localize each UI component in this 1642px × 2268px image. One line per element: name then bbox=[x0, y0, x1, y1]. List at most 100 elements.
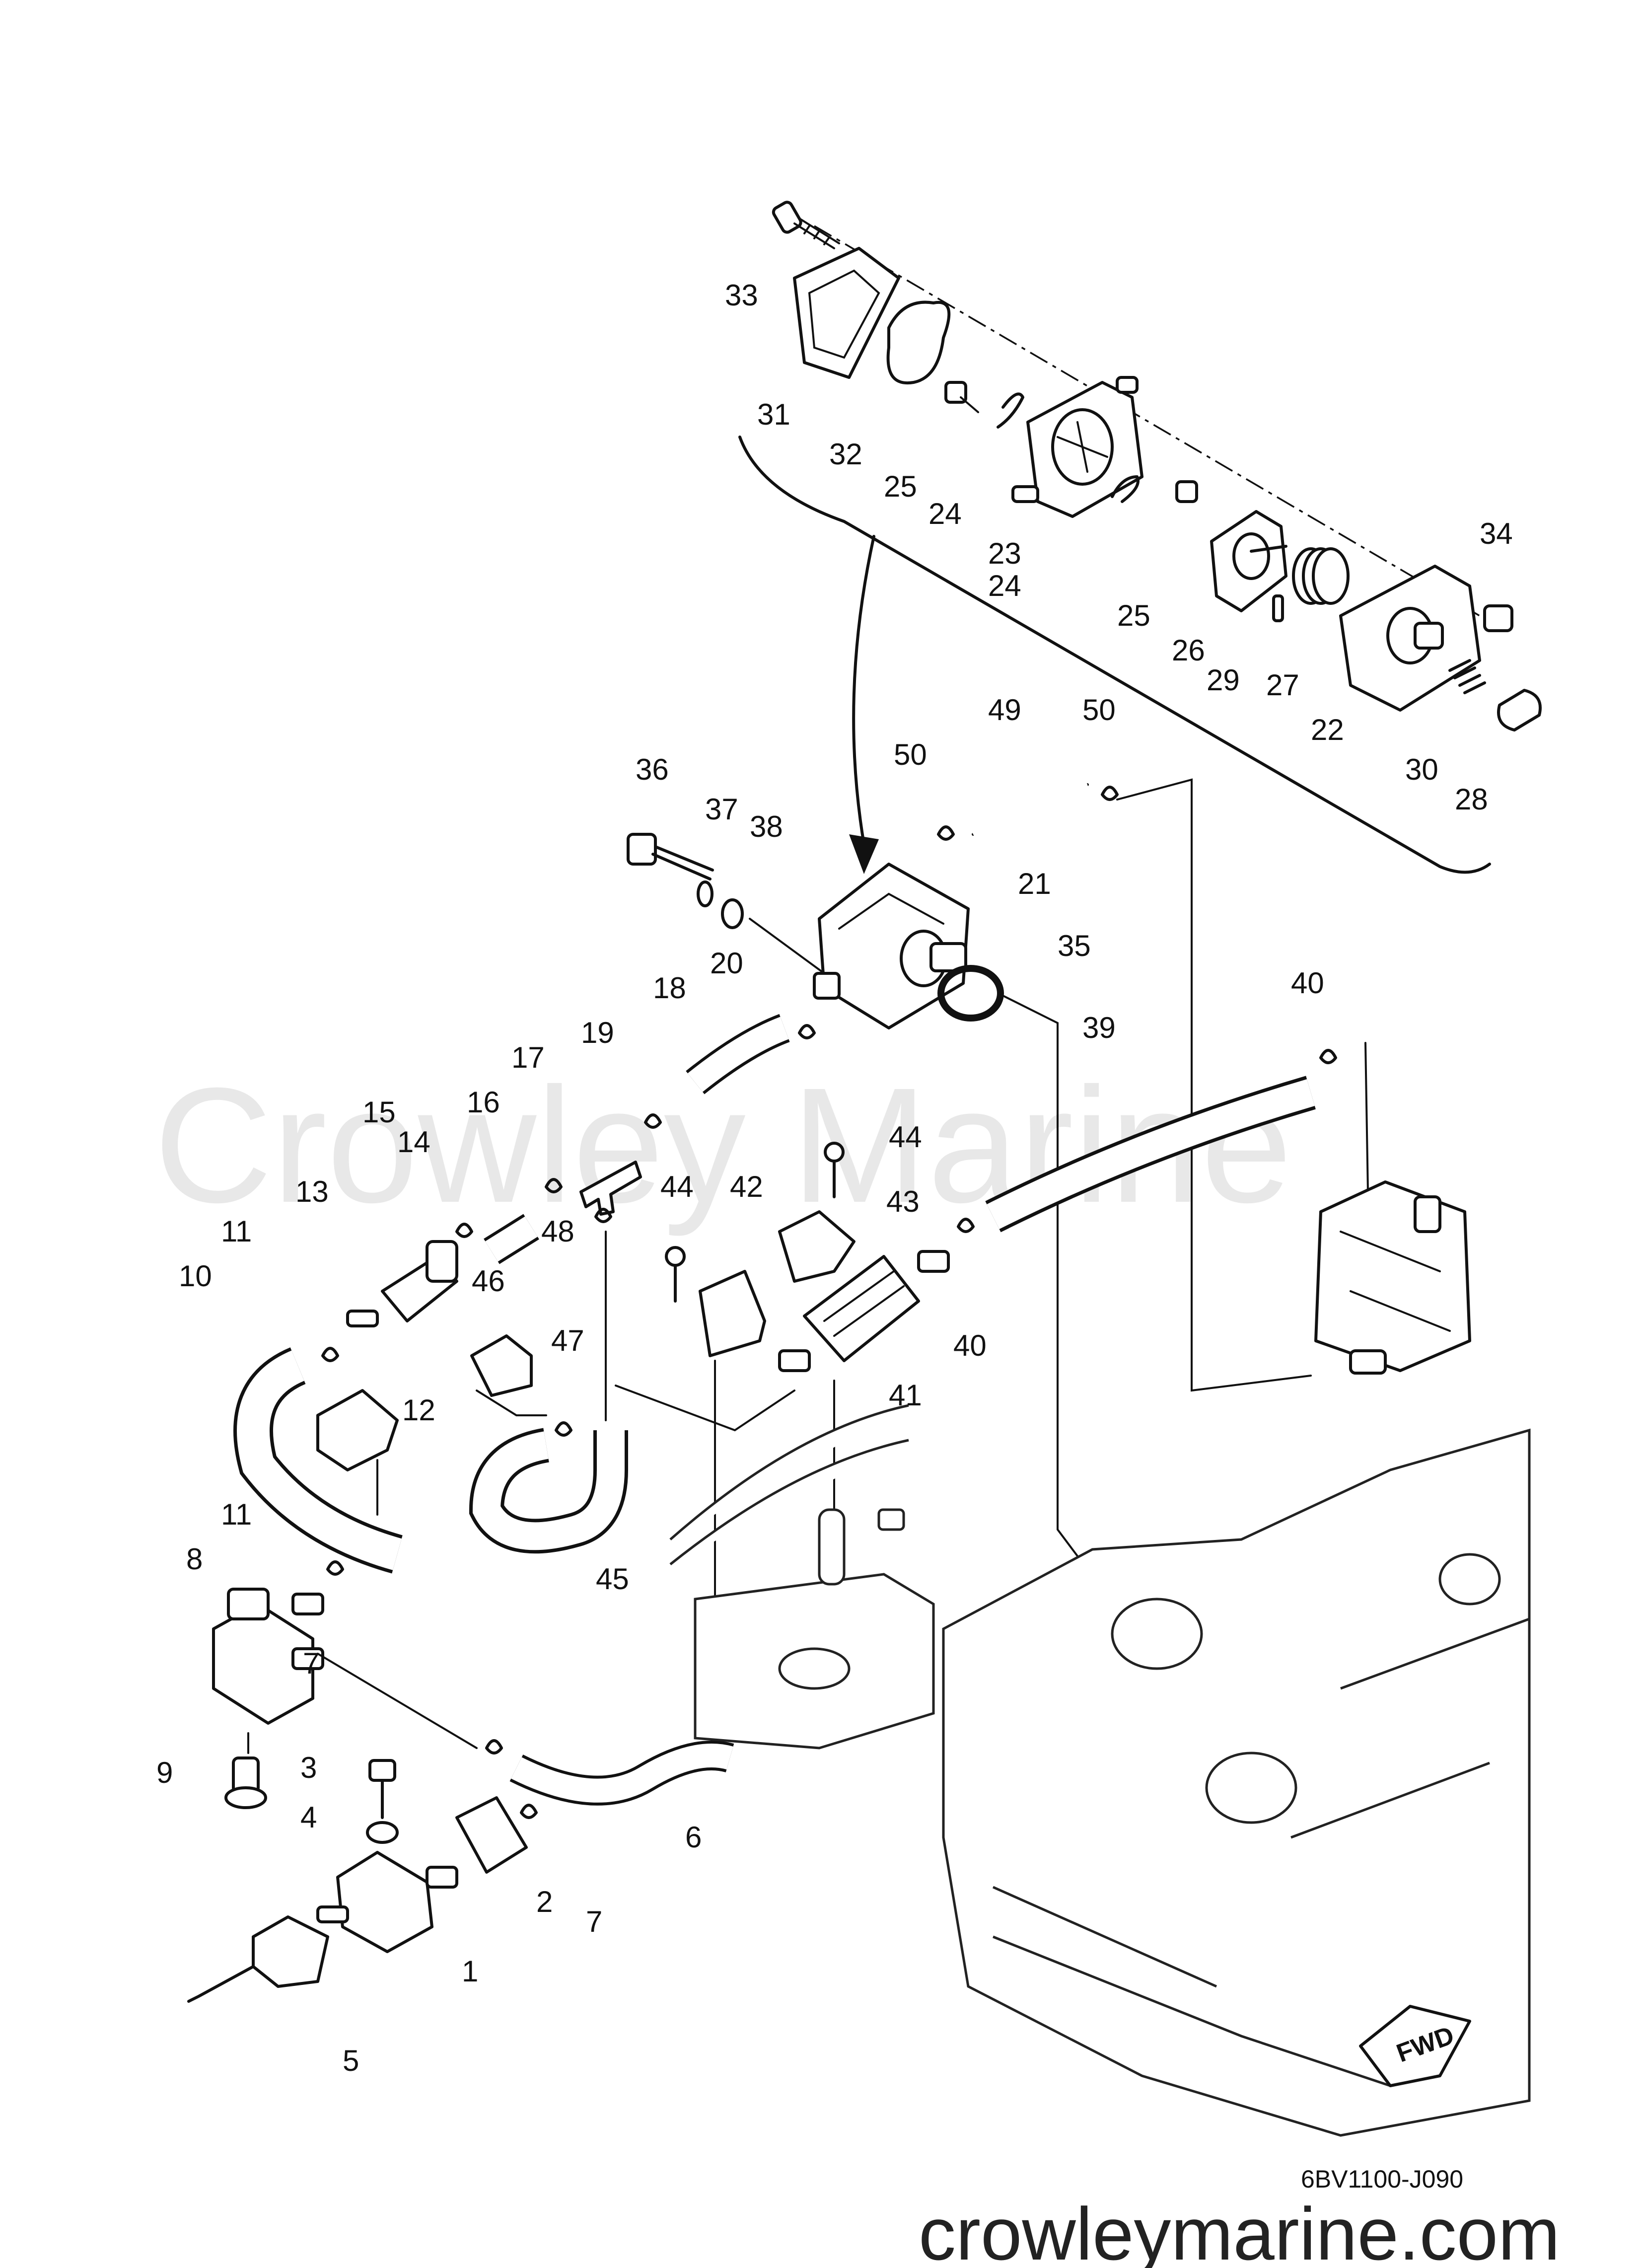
spring-icon bbox=[1448, 659, 1486, 694]
callout-label-50: 50 bbox=[1082, 693, 1116, 727]
callout-label-33: 33 bbox=[725, 279, 758, 312]
callout-label-25: 25 bbox=[884, 470, 917, 503]
clip-icon bbox=[455, 1223, 473, 1238]
callout-label-45: 45 bbox=[596, 1562, 629, 1596]
callout-label-10: 10 bbox=[179, 1259, 212, 1293]
clip-icon bbox=[798, 1024, 816, 1039]
callout-label-11: 11 bbox=[221, 1215, 252, 1248]
cap-icon bbox=[187, 1915, 329, 2003]
arrow-line bbox=[852, 535, 875, 846]
clip-icon bbox=[957, 1218, 975, 1233]
washer-icon bbox=[366, 1821, 399, 1844]
callout-label-27: 27 bbox=[1266, 668, 1299, 702]
nozzle-icon bbox=[1011, 485, 1039, 503]
callout-label-37: 37 bbox=[705, 793, 738, 826]
bolt-icon bbox=[627, 833, 714, 880]
callout-label-1: 1 bbox=[462, 1955, 478, 1988]
callout-label-47: 47 bbox=[551, 1324, 584, 1357]
washer-icon bbox=[721, 898, 744, 929]
callout-label-7: 7 bbox=[303, 1647, 319, 1680]
callout-label-44: 44 bbox=[660, 1170, 694, 1203]
callout-label-18: 18 bbox=[653, 971, 686, 1005]
callout-label-26: 26 bbox=[1172, 634, 1205, 667]
clip-icon bbox=[321, 1347, 339, 1362]
nut-icon bbox=[1483, 604, 1513, 632]
callout-label-28: 28 bbox=[1455, 783, 1488, 816]
screw-icon bbox=[772, 201, 840, 249]
callout-label-30: 30 bbox=[1405, 753, 1438, 786]
callout-label-9: 9 bbox=[156, 1756, 173, 1789]
engine-block-icon bbox=[669, 1404, 1531, 2137]
callout-label-2: 2 bbox=[536, 1885, 553, 1918]
callout-label-3: 3 bbox=[300, 1751, 317, 1784]
callout-label-29: 29 bbox=[1207, 663, 1240, 697]
callout-label-42: 42 bbox=[730, 1170, 763, 1203]
callout-label-50: 50 bbox=[894, 738, 927, 771]
screw-icon bbox=[944, 381, 979, 413]
cap-icon bbox=[1497, 689, 1542, 732]
carburetor-icon bbox=[1314, 1180, 1471, 1375]
callout-label-46: 46 bbox=[472, 1264, 505, 1298]
clamp-icon bbox=[699, 1270, 766, 1357]
joint-icon bbox=[212, 1588, 324, 1725]
watermark-text: Crowley Marine bbox=[154, 1053, 1292, 1238]
gasket-icon bbox=[455, 1796, 528, 1874]
clip-icon bbox=[937, 825, 955, 841]
callout-label-31: 31 bbox=[757, 398, 790, 431]
callout-label-15: 15 bbox=[362, 1096, 396, 1129]
clamp-icon bbox=[316, 1389, 399, 1471]
callout-label-6: 6 bbox=[685, 1821, 702, 1854]
gasket-icon bbox=[886, 300, 951, 385]
callout-label-35: 35 bbox=[1058, 929, 1091, 962]
fuel-connector-icon bbox=[316, 1851, 458, 1953]
callout-label-32: 32 bbox=[829, 438, 862, 471]
callout-label-4: 4 bbox=[300, 1801, 317, 1834]
bolt-icon bbox=[368, 1759, 396, 1819]
callout-label-36: 36 bbox=[636, 753, 669, 786]
callout-label-34: 34 bbox=[1480, 517, 1513, 550]
callout-label-19: 19 bbox=[581, 1016, 614, 1049]
pin-icon bbox=[1111, 475, 1140, 503]
fuel-pump-exploded-inset bbox=[738, 201, 1542, 874]
holder-icon bbox=[470, 1334, 533, 1397]
callout-label-39: 39 bbox=[1082, 1011, 1116, 1044]
clip-icon bbox=[545, 1178, 563, 1193]
pin-icon bbox=[1272, 594, 1284, 622]
fuel-filter-icon bbox=[346, 1240, 458, 1327]
callout-label-20: 20 bbox=[710, 947, 743, 980]
bolt-icon bbox=[224, 1756, 267, 1809]
callout-label-8: 8 bbox=[186, 1542, 203, 1576]
clamp-icon bbox=[778, 1210, 856, 1283]
callout-label-7: 7 bbox=[586, 1905, 602, 1938]
callout-label-5: 5 bbox=[343, 2044, 359, 2077]
callout-label-21: 21 bbox=[1018, 867, 1051, 900]
clip-icon bbox=[520, 1804, 538, 1819]
t-joint-icon bbox=[579, 1161, 642, 1216]
fuel-pump-assembly bbox=[813, 863, 970, 1029]
callout-label-49: 49 bbox=[988, 693, 1021, 727]
callout-label-11: 11 bbox=[221, 1498, 252, 1531]
callout-label-40: 40 bbox=[953, 1329, 987, 1362]
callout-label-24: 24 bbox=[988, 569, 1021, 602]
inset-border bbox=[738, 436, 1491, 874]
clip-icon bbox=[1319, 1049, 1337, 1064]
arrow-head-icon bbox=[849, 834, 879, 874]
screw-icon bbox=[1175, 480, 1198, 503]
fuel-line bbox=[1116, 778, 1312, 1392]
callout-label-44: 44 bbox=[889, 1120, 922, 1154]
cover-plate-icon bbox=[793, 247, 900, 379]
o-ring-icon bbox=[937, 965, 1004, 1022]
callout-label-16: 16 bbox=[467, 1086, 500, 1119]
callout-label-17: 17 bbox=[511, 1041, 545, 1074]
inset-axis-line bbox=[814, 225, 1480, 617]
spring-icon bbox=[1292, 547, 1350, 605]
callout-label-40: 40 bbox=[1291, 966, 1324, 1000]
clip-icon bbox=[555, 1421, 572, 1437]
clip-icon bbox=[1101, 786, 1119, 801]
washer-icon bbox=[697, 880, 714, 907]
callout-label-14: 14 bbox=[397, 1125, 430, 1159]
fuel-filter-icon bbox=[778, 1250, 950, 1372]
clip-icon bbox=[326, 1560, 344, 1576]
